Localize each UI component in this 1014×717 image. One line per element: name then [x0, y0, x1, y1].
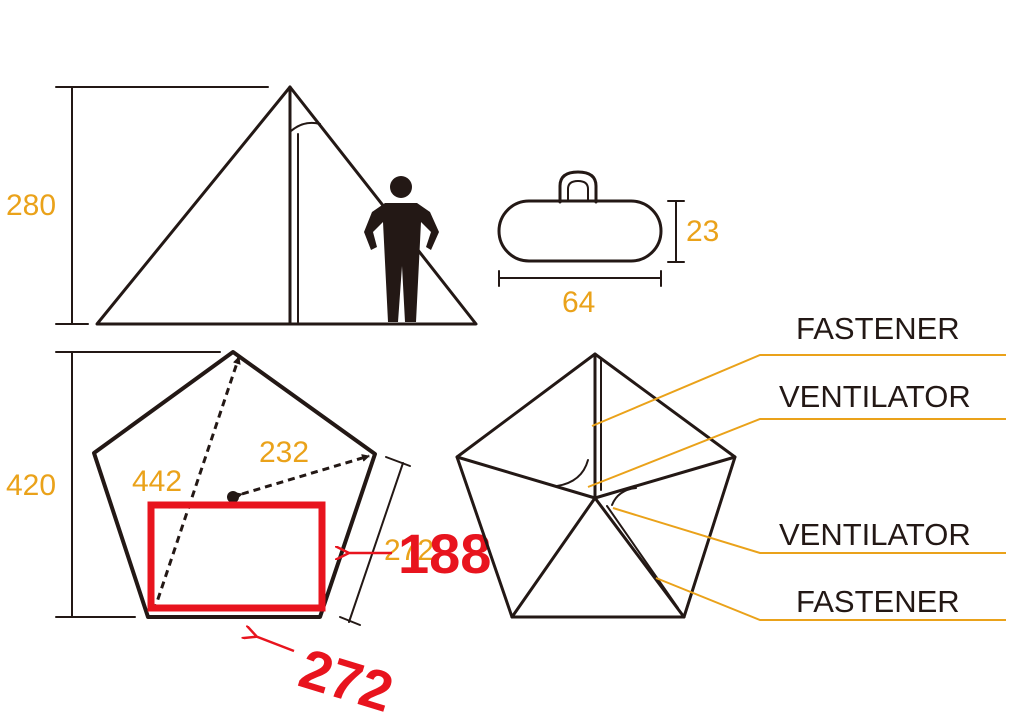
floor-depth-label: 420 [6, 469, 56, 502]
side-view: 280 [6, 85, 478, 326]
floor-pentagon [92, 350, 377, 619]
ventilator-flap-bottom [611, 487, 637, 506]
box-length-arrow [255, 636, 295, 653]
height-label: 280 [6, 189, 56, 222]
leader-fastener-bottom [655, 577, 1006, 621]
leader-fastener-top [591, 354, 1006, 427]
label-fastener-top: FASTENER [796, 311, 960, 346]
bag-height-label: 23 [686, 215, 719, 248]
pole-point [227, 491, 239, 503]
ridge-line-5 [455, 455, 597, 500]
top-pentagon [455, 352, 737, 619]
inner-box-annotation [147, 501, 326, 612]
person-icon [364, 176, 439, 322]
pole-to-side-arrow [234, 454, 370, 500]
carry-bag: 23 64 [497, 170, 719, 319]
top-view: FASTENER VENTILATOR VENTILATOR FASTENER [455, 311, 1006, 621]
bag-length-label: 64 [562, 286, 595, 319]
ventilator-flap-top [556, 459, 589, 487]
side-length-label: 272 [384, 534, 434, 567]
floor-plan: 420 442 232 272 188 272 [6, 350, 491, 717]
bag-body [497, 199, 663, 263]
side-length-tick-bottom [339, 616, 361, 626]
side-ventilator [290, 121, 321, 132]
label-fastener-bottom: FASTENER [796, 584, 960, 619]
ridge-line-4 [510, 496, 597, 619]
box-width-label: 188 [398, 522, 491, 585]
pole-to-side-label: 232 [259, 436, 309, 469]
bag-handle-inner [567, 180, 589, 201]
ridge-line-3 [593, 496, 686, 619]
box-length-label: 272 [292, 636, 400, 717]
label-ventilator-top: VENTILATOR [779, 379, 971, 414]
bag-handle [558, 170, 598, 204]
diagonal-label: 442 [132, 465, 182, 498]
diagonal-arrow [152, 356, 241, 612]
zip-line-bottom [606, 505, 679, 609]
label-ventilator-bottom: VENTILATOR [779, 517, 971, 552]
leader-ventilator-bottom [612, 507, 1006, 554]
leader-ventilator-top [587, 418, 1006, 488]
side-length-tick-top [385, 456, 411, 467]
side-length-line [348, 462, 404, 623]
ridge-line-2 [593, 455, 737, 500]
